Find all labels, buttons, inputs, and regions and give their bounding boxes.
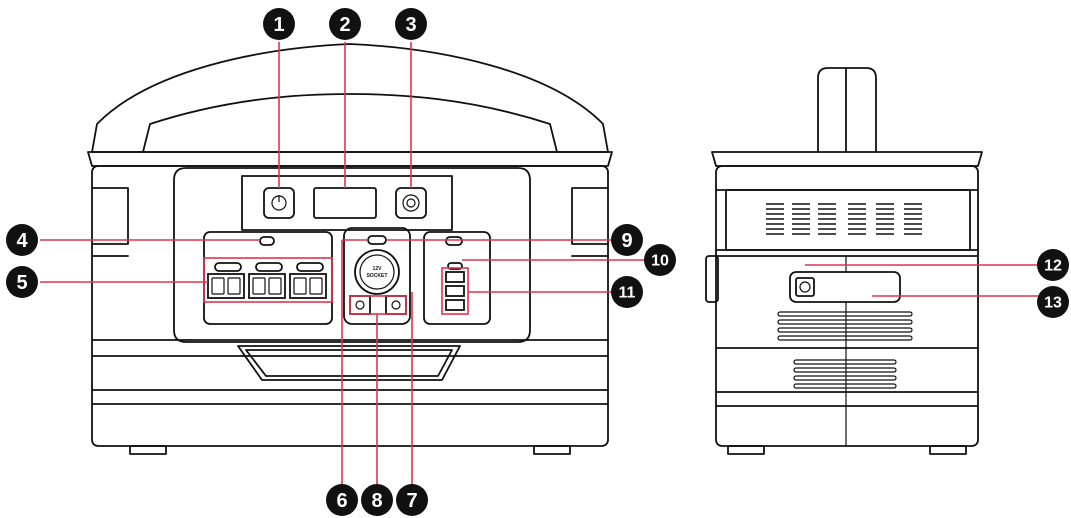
front-body <box>91 165 609 447</box>
callout-6: 6 <box>326 484 358 516</box>
vent-panel <box>725 189 971 251</box>
svg-text:2: 2 <box>339 14 350 36</box>
ac-outlet-icon[interactable] <box>207 262 245 299</box>
usb-led-button[interactable] <box>445 236 463 246</box>
side-body <box>715 165 979 447</box>
control-panel <box>173 167 531 343</box>
callout-2: 2 <box>329 8 361 40</box>
usb-port-icon[interactable] <box>445 271 465 283</box>
vent-slots <box>766 203 922 235</box>
svg-text:11: 11 <box>619 285 636 302</box>
svg-text:5: 5 <box>16 272 27 294</box>
callout-12: 12 <box>1037 249 1069 281</box>
front-handle <box>91 43 609 153</box>
power-button[interactable] <box>263 187 295 219</box>
callout-4: 4 <box>6 224 38 256</box>
svg-text:4: 4 <box>16 230 28 252</box>
callout-1: 1 <box>263 8 295 40</box>
vent-slot <box>777 327 913 333</box>
ac-input-icon[interactable] <box>795 277 815 297</box>
svg-text:10: 10 <box>651 253 669 270</box>
dc-led-button[interactable] <box>367 235 387 245</box>
svg-text:1: 1 <box>273 14 284 36</box>
socket-label-line1: 12V <box>373 266 383 272</box>
ac-outlet-icon[interactable] <box>248 262 286 299</box>
svg-text:3: 3 <box>405 14 416 36</box>
callout-9: 9 <box>611 224 643 256</box>
dc-input-port[interactable] <box>395 187 427 219</box>
front-handle-grip <box>142 93 558 153</box>
usb-port-icon[interactable] <box>445 285 465 297</box>
side-handle <box>817 67 877 153</box>
svg-text:7: 7 <box>406 490 417 512</box>
vent-slot <box>793 375 897 381</box>
usb-output-module <box>423 231 491 325</box>
svg-text:9: 9 <box>621 230 632 252</box>
svg-text:13: 13 <box>1044 295 1062 312</box>
lower-vent-slots <box>777 311 913 389</box>
vent-slot <box>777 311 913 317</box>
usb-port-icon[interactable] <box>445 299 465 311</box>
vent-slot <box>777 319 913 325</box>
ac-outlet-icon[interactable] <box>289 262 327 299</box>
socket-label-line2: SOCKET <box>367 273 388 279</box>
vent-slot <box>793 383 897 389</box>
callout-13: 13 <box>1037 286 1069 318</box>
callout-5: 5 <box>6 266 38 298</box>
vent-slot <box>793 359 897 365</box>
callout-lines <box>40 42 1048 494</box>
ac-input-panel <box>789 271 901 303</box>
lcd-display <box>313 187 377 219</box>
svg-text:12: 12 <box>1044 258 1062 275</box>
front-view: 12V SOCKET <box>87 43 613 455</box>
svg-text:6: 6 <box>336 490 347 512</box>
callout-11: 11 <box>611 276 643 308</box>
vent-slot <box>793 367 897 373</box>
dc-port-icon[interactable] <box>385 295 407 315</box>
svg-text:8: 8 <box>371 490 382 512</box>
callout-8: 8 <box>361 484 393 516</box>
side-view <box>705 67 983 455</box>
callout-10: 10 <box>644 244 676 276</box>
ac-led-button[interactable] <box>259 236 275 246</box>
car-socket-icon[interactable] <box>354 249 400 295</box>
callout-7: 7 <box>396 484 428 516</box>
callouts: 1 2 3 4 5 6 8 7 <box>6 8 1069 516</box>
vent-slot <box>777 335 913 341</box>
callout-3: 3 <box>395 8 427 40</box>
dc-port-icon[interactable] <box>349 295 371 315</box>
